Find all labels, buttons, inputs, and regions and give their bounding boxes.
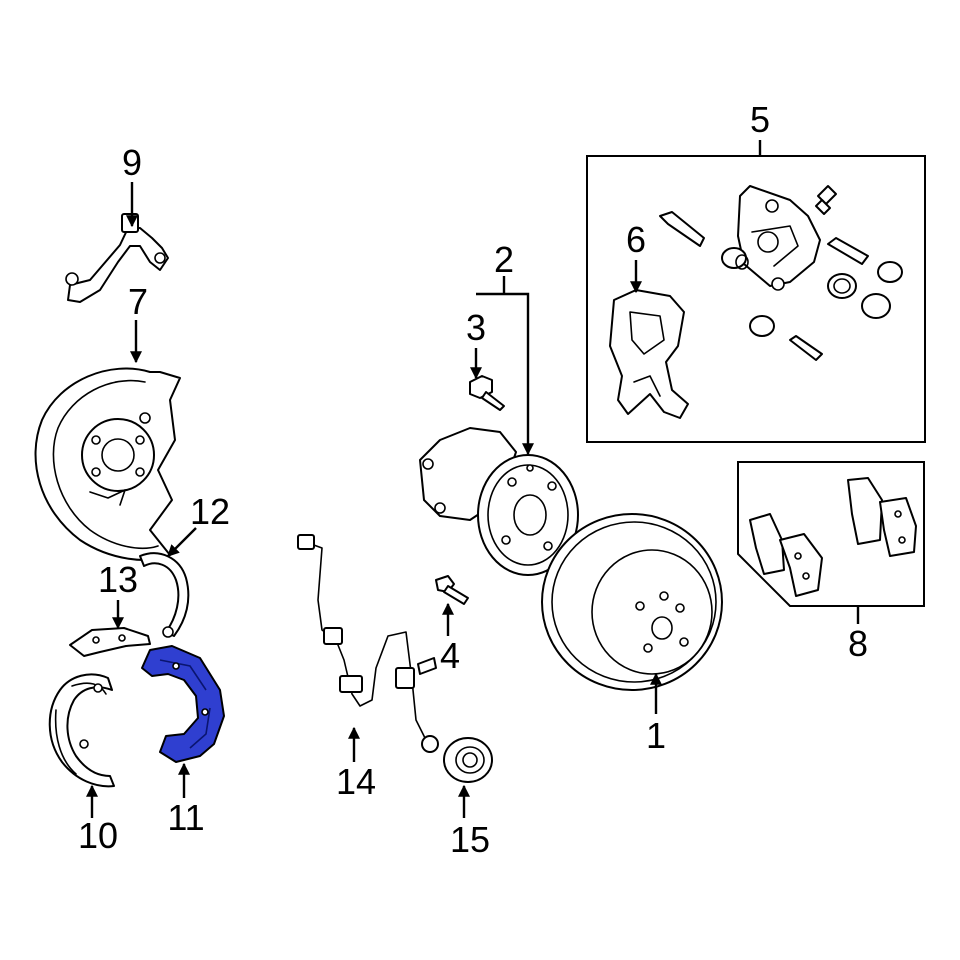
callout-15[interactable]: 15 xyxy=(450,819,490,860)
part-12-return-spring[interactable] xyxy=(139,552,190,638)
callout-5[interactable]: 5 xyxy=(750,99,770,140)
part-7-dust-shield[interactable] xyxy=(34,367,181,561)
caliper-piston[interactable] xyxy=(861,293,891,319)
callout-11[interactable]: 11 xyxy=(167,797,204,838)
part-2-hub-bearing[interactable] xyxy=(419,427,579,576)
caliper-guide-pin-lower[interactable] xyxy=(789,335,823,361)
part-8-brake-pad-left[interactable] xyxy=(749,513,823,597)
callout-14[interactable]: 14 xyxy=(336,761,376,802)
part-5-caliper[interactable] xyxy=(737,185,821,291)
part-4-mounting-bolt[interactable] xyxy=(435,575,469,605)
callout-9[interactable]: 9 xyxy=(122,142,142,183)
caliper-guide-pin-upper[interactable] xyxy=(659,211,705,247)
part-8-brake-pad-right[interactable] xyxy=(847,477,917,557)
part-15-grease-cap[interactable] xyxy=(443,737,493,783)
caliper-boot-left[interactable] xyxy=(721,247,749,270)
callout-4[interactable]: 4 xyxy=(440,635,460,676)
part-5-caliper-box xyxy=(586,155,926,443)
part-9-brake-hose[interactable] xyxy=(65,213,169,303)
callout-10[interactable]: 10 xyxy=(78,815,118,856)
part-10-brake-shoe[interactable] xyxy=(48,673,115,788)
callout-8[interactable]: 8 xyxy=(848,623,868,664)
caliper-bushing[interactable] xyxy=(749,315,775,337)
callout-6[interactable]: 6 xyxy=(626,219,646,260)
part-3-hub-bolt[interactable] xyxy=(469,375,505,411)
callout-numbers: 1 2 3 4 5 6 7 8 9 10 11 12 13 14 15 xyxy=(78,99,868,860)
caliper-bleeder-screw[interactable] xyxy=(815,185,837,215)
leader-lines xyxy=(86,140,860,818)
leader-2 xyxy=(476,292,534,456)
callout-13[interactable]: 13 xyxy=(98,559,138,600)
caliper-boot-right[interactable] xyxy=(877,261,903,283)
callout-7[interactable]: 7 xyxy=(128,281,148,322)
part-11-parking-brake-shoe[interactable] xyxy=(141,645,225,763)
callout-2[interactable]: 2 xyxy=(494,239,514,280)
callout-3[interactable]: 3 xyxy=(466,307,486,348)
part-13-strut[interactable] xyxy=(69,627,151,657)
callout-1[interactable]: 1 xyxy=(646,715,666,756)
part-14-abs-sensor[interactable] xyxy=(297,534,439,753)
leader-12 xyxy=(167,527,197,557)
part-1-brake-rotor[interactable] xyxy=(541,513,723,691)
callout-12[interactable]: 12 xyxy=(190,491,230,532)
part-6-caliper-bracket[interactable] xyxy=(609,289,689,419)
caliper-piston-seal[interactable] xyxy=(827,273,857,299)
caliper-guide-pin-right[interactable] xyxy=(827,237,869,265)
